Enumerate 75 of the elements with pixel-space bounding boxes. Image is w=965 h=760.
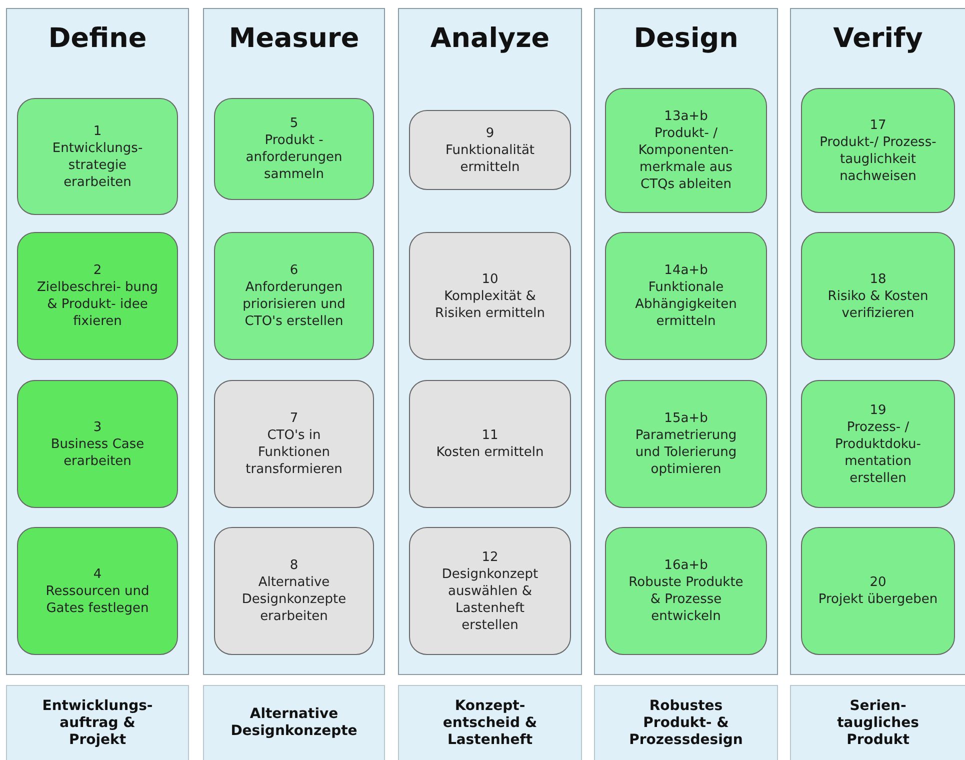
step-box (605, 380, 767, 508)
step-label: Funktionalität ermitteln (444, 142, 536, 176)
step-box (17, 380, 178, 508)
step-box (214, 232, 374, 360)
step-label: Projekt übergeben (818, 591, 938, 608)
phase-title: Verify (832, 23, 924, 54)
step-box (801, 232, 955, 360)
outcome-box: Konzept- entscheid & Lastenheft (398, 685, 582, 760)
step-number: 2 (93, 262, 102, 279)
step-number: 1 (93, 122, 102, 140)
outcome-box: Robustes Produkt- & Prozessdesign (594, 685, 778, 760)
phase-title: Define (47, 23, 148, 54)
step-label: Produkt- / Komponenten- merkmale aus CTQs ableiten (637, 125, 735, 193)
phase-column (203, 8, 385, 675)
step-label: Business Case erarbeiten (50, 436, 146, 470)
step-box (605, 88, 767, 213)
step-number: 8 (290, 557, 298, 574)
phase-title: Design (632, 23, 740, 54)
step-label: Alternative Designkonzepte erarbeiten (240, 574, 348, 625)
step-label: Risiko & Kosten verifizieren (826, 288, 930, 322)
phase-column (398, 8, 582, 675)
phase-column (790, 8, 965, 675)
step-number: 9 (486, 124, 494, 142)
step-number: 17 (870, 116, 886, 134)
step-number: 15a+b (664, 410, 708, 427)
step-label: Kosten ermitteln (436, 444, 544, 461)
phase-column (6, 8, 189, 675)
step-box (409, 232, 571, 360)
step-number: 6 (290, 262, 298, 279)
step-box (214, 527, 374, 655)
step-box (409, 110, 571, 190)
step-label: Designkonzept auswählen & Lastenheft erstellen (440, 566, 540, 634)
step-box (17, 98, 178, 215)
step-number: 16a+b (664, 557, 708, 574)
step-number: 3 (93, 418, 102, 436)
step-box (801, 380, 955, 508)
step-label: Produkt - anforderungen sammeln (244, 132, 344, 183)
step-label: Ressourcen und Gates festlegen (44, 582, 150, 616)
step-box (409, 527, 571, 655)
outcome-box: Serien- taugliches Produkt (790, 685, 965, 760)
step-box (17, 527, 178, 655)
step-box (17, 232, 178, 360)
step-number: 12 (482, 548, 498, 566)
step-number: 14a+b (664, 262, 708, 279)
outcome-box: Alternative Designkonzepte (203, 685, 385, 760)
step-label: Prozess- / Produktdoku- mentation erstellen (834, 418, 922, 486)
phase-column (594, 8, 778, 675)
step-number: 13a+b (664, 108, 708, 125)
step-label: Parametrierung und Tolerierung optimieren (634, 427, 738, 478)
phase-title: Measure (228, 23, 360, 54)
step-box (605, 527, 767, 655)
step-number: 5 (290, 115, 298, 132)
phase-title: Analyze (429, 23, 551, 54)
step-label: Produkt-/ Prozess- tauglichkeit nachweisen (818, 134, 938, 184)
step-label: Zielbeschrei- bung & Produkt- idee fixieren (36, 279, 159, 330)
step-label: Entwicklungs- strategie erarbeiten (51, 140, 144, 190)
step-box (801, 527, 955, 655)
step-number: 20 (870, 574, 886, 591)
step-number: 11 (482, 427, 498, 444)
step-box (605, 232, 767, 360)
step-number: 10 (482, 270, 498, 288)
step-label: Robuste Produkte & Prozesse entwickeln (628, 574, 744, 625)
step-box (409, 380, 571, 508)
step-box (214, 380, 374, 508)
step-label: Komplexität & Risiken ermitteln (434, 288, 546, 322)
step-number: 19 (870, 402, 886, 418)
step-label: Funktionale Abhängigkeiten ermitteln (634, 279, 738, 330)
step-number: 7 (290, 410, 298, 427)
step-label: Anforderungen priorisieren und CTO's erstellen (242, 279, 346, 330)
step-box (214, 98, 374, 200)
outcome-box: Entwicklungs- auftrag & Projekt (6, 685, 189, 760)
step-number: 18 (870, 270, 886, 288)
step-number: 4 (93, 566, 102, 582)
step-label: CTO's in Funktionen transformieren (244, 427, 344, 478)
step-box (801, 88, 955, 213)
